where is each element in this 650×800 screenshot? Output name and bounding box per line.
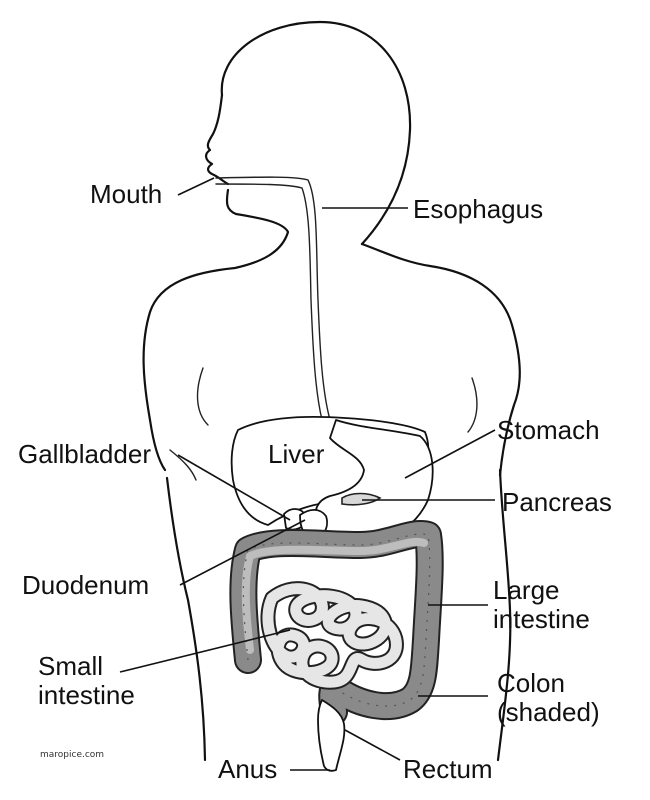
pancreas-shape (341, 492, 382, 506)
duodenum-label: Duodenum (22, 570, 150, 600)
left-hip-line (169, 449, 197, 481)
left-arm-line (196, 367, 209, 426)
small-intestine-label: Small intestine (38, 652, 135, 710)
colon-label: Colon (shaded) (497, 669, 600, 727)
chin-neck-outline (142, 188, 290, 472)
gallbladder-label: Gallbladder (18, 439, 151, 469)
esophagus-tube-inner (215, 183, 323, 421)
duodenum-leader (179, 519, 306, 586)
large-intestine-label-line2: intestine (493, 604, 590, 634)
pancreas-label: Pancreas (502, 487, 612, 517)
mouth-label: Mouth (90, 179, 163, 209)
small-intestine-label-line2: intestine (38, 680, 135, 710)
large-intestine-label: Large intestine (493, 576, 590, 634)
colon-label-line1: Colon (497, 668, 565, 698)
head-outline (220, 20, 412, 246)
left-torso-side (165, 476, 207, 762)
right-arm-line (467, 377, 478, 433)
colon-label-line2: (shaded) (497, 697, 600, 727)
rectum-label: Rectum (403, 754, 493, 784)
small-intestine-label-line1: Small (38, 651, 104, 681)
small-intestine-leader (119, 629, 291, 673)
large-intestine-label-line1: Large (493, 575, 560, 605)
esophagus-label: Esophagus (413, 194, 544, 224)
stomach-label: Stomach (497, 415, 600, 445)
mouth-leader (177, 177, 215, 196)
neck-right-outline (360, 242, 521, 477)
gallbladder-leader (177, 454, 291, 521)
stomach-leader (404, 429, 496, 479)
esophagus-tube (215, 176, 331, 421)
right-torso-side (496, 468, 512, 762)
credit-text: maropice.com (40, 750, 105, 760)
small-intestine-fill (262, 583, 402, 688)
colon-highlight (241, 537, 428, 654)
rectum-leader (344, 729, 401, 761)
liver-label: Liver (268, 439, 325, 469)
anus-label: Anus (218, 754, 278, 784)
face-profile (205, 93, 230, 186)
